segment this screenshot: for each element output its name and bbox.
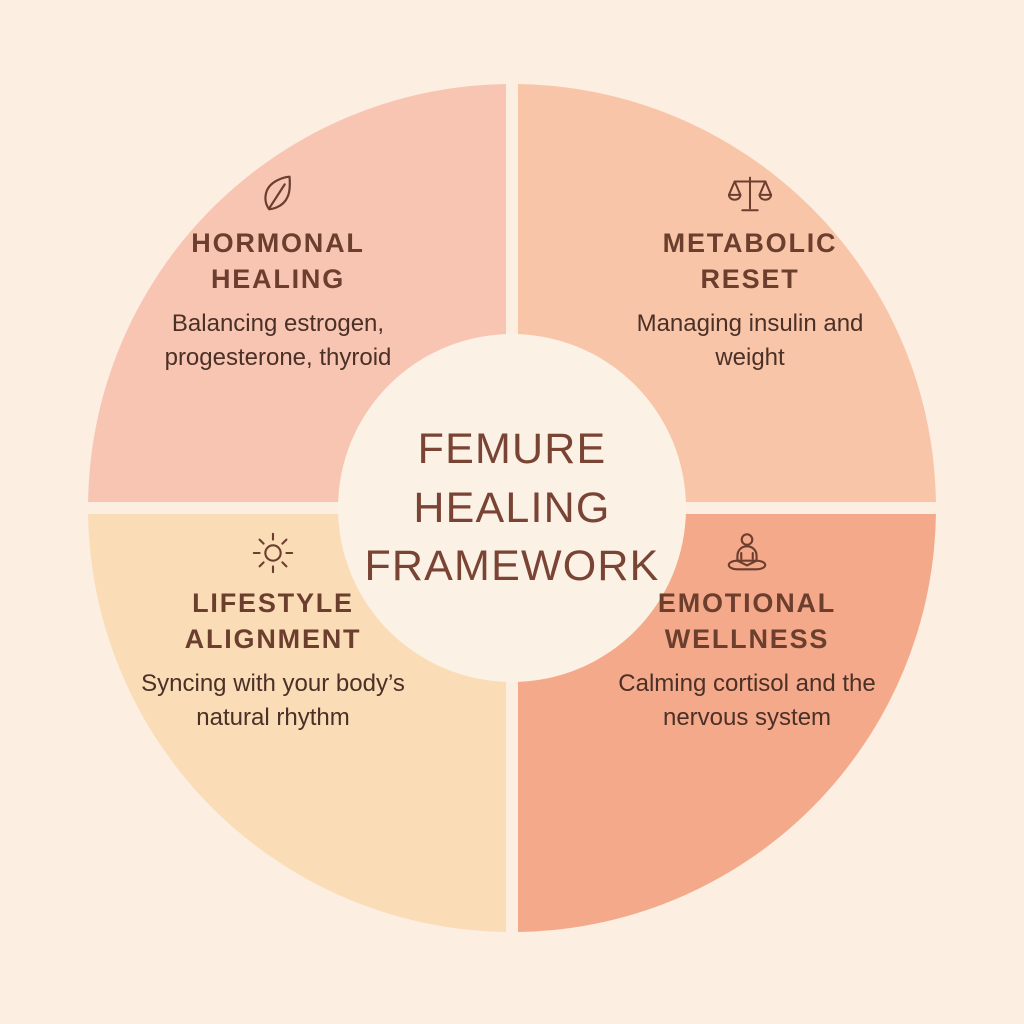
hub-title-line-3: FRAMEWORK: [364, 542, 660, 591]
hub-title-line-1: FEMURE: [417, 425, 607, 474]
segment-title-line-2: HEALING: [210, 263, 346, 294]
segment-label-lifestyle-alignment: LIFESTYLE ALIGNMENT Syncing with your bo…: [118, 530, 428, 735]
hub-title-line-2: HEALING: [413, 483, 611, 532]
segment-title-line-1: METABOLIC: [662, 228, 838, 258]
segment-label-metabolic-reset: METABOLIC RESET Managing insulin and wei…: [600, 170, 900, 375]
segment-label-emotional-wellness: EMOTIONAL WELLNESS Calming cortisol and …: [592, 530, 902, 735]
segment-title-line-1: LIFESTYLE: [192, 588, 354, 618]
segment-title-lifestyle-alignment: LIFESTYLE ALIGNMENT: [118, 586, 428, 657]
segment-title-metabolic-reset: METABOLIC RESET: [600, 226, 900, 297]
segment-title-line-2: WELLNESS: [664, 623, 830, 654]
segment-description-hormonal-healing: Balancing estrogen, progesterone, thyroi…: [164, 310, 392, 372]
segment-title-emotional-wellness: EMOTIONAL WELLNESS: [592, 586, 902, 657]
meditation-icon: [724, 530, 770, 576]
segment-title-line-2: ALIGNMENT: [184, 623, 362, 654]
segment-label-hormonal-healing: HORMONAL HEALING Balancing estrogen, pro…: [128, 170, 428, 375]
segment-description-metabolic-reset: Managing insulin and weight: [636, 310, 864, 372]
segment-title-line-1: HORMONAL: [191, 228, 365, 258]
balance-scale-icon: [727, 170, 773, 216]
segment-description-lifestyle-alignment: Syncing with your body’s natural rhythm: [141, 670, 405, 732]
segment-title-line-1: EMOTIONAL: [657, 588, 837, 618]
segment-title-hormonal-healing: HORMONAL HEALING: [128, 226, 428, 297]
donut-chart: [88, 84, 936, 932]
sun-icon: [250, 530, 296, 576]
segment-description-emotional-wellness: Calming cortisol and the nervous system: [618, 670, 876, 732]
leaf-icon: [255, 170, 301, 216]
segment-title-line-2: RESET: [700, 263, 800, 294]
center-hub: FEMURE HEALING FRAMEWORK: [338, 334, 686, 682]
